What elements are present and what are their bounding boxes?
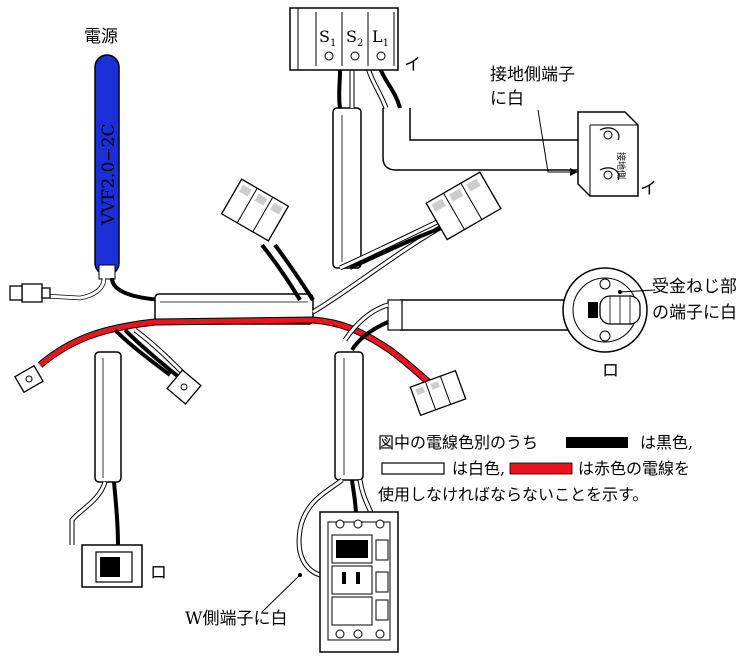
ground-side-label-2: に白 [490, 89, 524, 109]
legend-red-label: は赤色の電線を [578, 459, 690, 478]
legend-white-swatch [381, 462, 445, 475]
socket-terminal-label-2: の端子に白 [652, 303, 737, 323]
outlet-ground-mark: 接地側 [615, 152, 627, 179]
power-white-wire-left [44, 277, 107, 301]
wire-connector-left [9, 283, 51, 303]
switch-i-sheath [332, 107, 362, 269]
legend-white-label: は白色, [452, 459, 505, 478]
socket-ro-sheath [387, 299, 570, 331]
outlet-i-label: イ [640, 179, 657, 199]
lamp-socket-ro [562, 267, 648, 353]
switch-i-label: イ [404, 55, 421, 75]
power-label: 電源 [84, 27, 118, 47]
crimp-connector-red [409, 369, 467, 417]
switch-ro-label: ロ [150, 563, 167, 583]
wire-connector-center [166, 369, 202, 405]
terminal-s2: S2 [346, 27, 363, 49]
red-wire [38, 317, 434, 387]
legend-line3: 使用しなければならないことを示す。 [378, 485, 648, 504]
socket-terminal-label-1: 受金ねじ部 [652, 277, 737, 297]
legend-black-label: は黒色, [640, 433, 693, 452]
ground-side-label-1: 接地側端子 [490, 65, 575, 85]
crimp-connector-left [220, 178, 290, 242]
terminal-s1: S1 [319, 27, 336, 49]
bottom-sheath [334, 351, 364, 481]
outlet-i: 接地側 [577, 111, 639, 197]
legend-black-swatch [566, 437, 628, 448]
power-cable [94, 54, 120, 280]
socket-ro-label: ロ [602, 361, 619, 381]
legend-line1-prefix: 図中の電線色別のうち [378, 433, 538, 452]
combo-outlet-switch [319, 511, 399, 653]
switch-ro [81, 544, 143, 588]
wire-color-legend: 図中の電線色別のうち は黒色, は白色, は赤色の電線を 使用しなければならない… [378, 433, 693, 504]
switch-ro-sheath [94, 351, 122, 483]
cable-spec-label: VVF2.0−2C [99, 124, 119, 226]
w-side-label: W側端子に白 [185, 609, 287, 629]
legend-red-swatch [509, 462, 573, 475]
crimp-connector-right [425, 171, 502, 241]
wire-connector-red [14, 364, 44, 394]
outlet-i-sheath [382, 108, 580, 171]
switch-i-3way [289, 7, 399, 71]
terminal-l1: L1 [372, 27, 389, 49]
